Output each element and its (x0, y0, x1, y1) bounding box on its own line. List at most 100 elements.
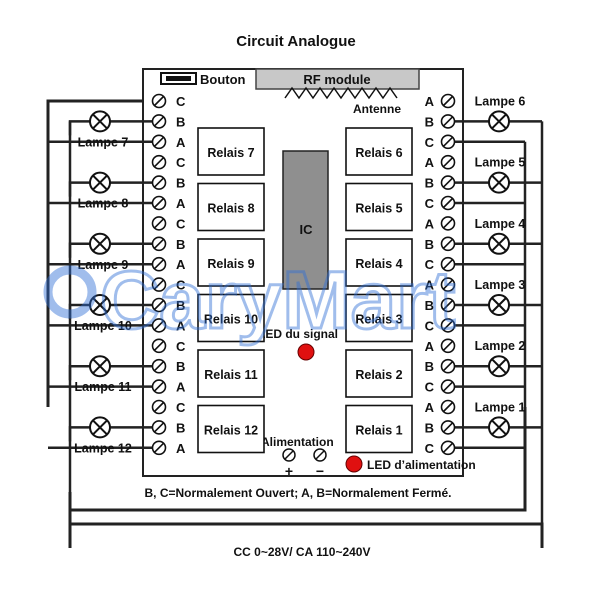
watermark-text: CaryMart (100, 255, 455, 346)
signal-led-label: LED du signal (258, 327, 338, 341)
terminal-screw-icon (440, 236, 456, 252)
button-label: Bouton (200, 72, 246, 87)
relay-label: Relais 2 (355, 368, 402, 382)
lamp-label: Lampe 7 (78, 135, 129, 149)
power-screw-minus-icon (313, 448, 327, 462)
terminal-label: B (176, 298, 185, 313)
terminal-screw-icon (440, 399, 456, 415)
terminal-screw-icon (151, 93, 167, 109)
terminal-screw-icon (440, 420, 456, 435)
antenna-label: Antenne (353, 102, 401, 116)
lamp-icon (89, 416, 111, 439)
relay-label: Relais 6 (355, 146, 402, 160)
lamp-label: Lampe 1 (475, 400, 526, 414)
relay-label: Relais 9 (207, 257, 254, 271)
terminal-label: A (425, 400, 435, 415)
supply-note: CC 0~28V/ CA 110~240V (234, 545, 371, 559)
terminal-screw-icon (440, 195, 456, 211)
terminal-screw-icon (440, 297, 456, 313)
lamp-label: Lampe 5 (475, 156, 526, 170)
button-icon[interactable] (160, 72, 197, 85)
terminal-screw-icon (151, 338, 167, 354)
terminal-label: B (425, 298, 434, 313)
lamp-icon (488, 294, 510, 316)
terminal-label: C (176, 400, 186, 415)
lamp-icon (89, 355, 111, 378)
lamp-icon (488, 110, 510, 133)
ic-chip (282, 150, 329, 290)
terminal-label: B (176, 237, 185, 252)
terminal-screw-icon (151, 195, 167, 211)
terminal-label: A (425, 94, 435, 109)
terminal-label: C (176, 278, 186, 293)
lamp-label: Lampe 6 (475, 94, 526, 108)
signal-led-icon (297, 343, 315, 361)
terminal-screw-icon (440, 277, 456, 292)
terminal-label: A (425, 155, 435, 170)
terminal-screw-icon (151, 216, 167, 231)
lamp-icon (488, 171, 510, 194)
relay-label: Relais 3 (355, 313, 402, 327)
terminal-label: C (425, 257, 435, 272)
relay-box: Relais 11 (197, 349, 265, 398)
relay-box: Relais 4 (345, 238, 413, 287)
terminal-screw-icon (151, 420, 167, 435)
terminal-screw-icon (440, 114, 456, 129)
terminal-label: C (176, 155, 186, 170)
terminal-label: C (425, 380, 435, 395)
terminal-label: A (176, 135, 186, 150)
terminal-screw-icon (151, 358, 167, 374)
terminal-screw-icon (440, 318, 456, 333)
terminal-label: B (425, 114, 434, 129)
terminal-screw-icon (151, 256, 167, 272)
terminal-label: A (425, 339, 435, 354)
diagram-title: Circuit Analogue (236, 33, 355, 50)
terminal-screw-icon (151, 277, 167, 292)
terminal-label: A (425, 216, 435, 231)
ic-label: IC (300, 222, 314, 237)
lamp-label: Lampe 3 (475, 278, 526, 292)
relay-box: Relais 7 (197, 127, 265, 176)
lamp-icon (89, 110, 111, 133)
terminal-label: B (176, 359, 185, 374)
terminal-label: C (425, 441, 435, 456)
terminal-label: A (176, 441, 186, 456)
plus-symbol: + (285, 463, 293, 479)
terminal-screw-icon (440, 256, 456, 272)
power-screw-plus-icon (282, 448, 296, 462)
rf-module-label: RF module (303, 72, 370, 87)
terminal-label: B (176, 114, 185, 129)
terminal-screw-icon (440, 154, 456, 170)
terminal-label: A (176, 196, 186, 211)
terminal-label: C (425, 318, 435, 333)
lamp-label: Lampe 9 (78, 258, 129, 272)
relay-label: Relais 1 (355, 424, 402, 438)
terminal-screw-icon (440, 338, 456, 354)
relay-label: Relais 5 (355, 202, 402, 216)
relay-box: Relais 8 (197, 182, 265, 232)
terminal-label: A (176, 380, 186, 395)
antenna-coil-icon (284, 86, 398, 100)
relay-label: Relais 10 (204, 313, 258, 327)
terminal-screw-icon (151, 154, 167, 170)
terminal-screw-icon (440, 175, 456, 190)
relay-box: Relais 2 (345, 349, 413, 398)
terminal-screw-icon (440, 440, 456, 456)
lamp-icon (89, 171, 111, 194)
lamp-label: Lampe 8 (78, 197, 129, 211)
relay-label: Relais 8 (207, 202, 254, 216)
terminal-screw-icon (151, 318, 167, 333)
terminal-label: B (425, 176, 434, 191)
terminal-screw-icon (151, 134, 167, 150)
terminal-label: C (176, 339, 186, 354)
lamp-icon (89, 294, 111, 316)
power-supply-label: Alimentation (261, 435, 334, 449)
terminal-label: A (176, 318, 186, 333)
relay-box: Relais 6 (345, 127, 413, 176)
legend-note: B, C=Normalement Ouvert; A, B=Normalemen… (145, 486, 452, 500)
power-led-icon (345, 455, 363, 473)
terminal-label: C (425, 135, 435, 150)
terminal-screw-icon (151, 175, 167, 190)
terminal-label: A (176, 257, 186, 272)
terminal-screw-icon (151, 297, 167, 313)
